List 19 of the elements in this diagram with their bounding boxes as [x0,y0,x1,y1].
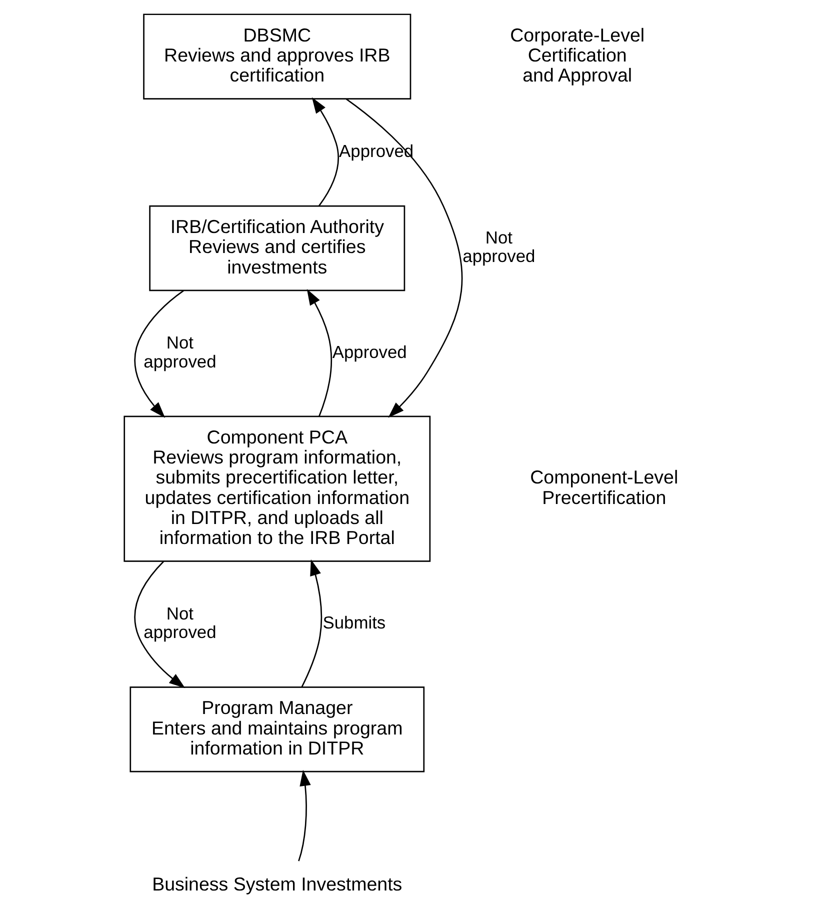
label: Component-Level Precertification [530,466,678,508]
node-text: Business System Investments [152,872,402,894]
arrow [301,558,322,687]
node-box: Component PCA Reviews program information, submits precertification letter, updates certification information in DITPR, and uploads all information to the IRB Portal [124,415,431,562]
edge-label: Not approved [462,226,536,266]
node-box: IRB/Certification Authority Reviews and certifies investments [149,204,406,291]
node-box: Program Manager Enters and maintains program information in DITPR [130,686,425,772]
edge-label: Not approved [144,332,216,371]
arrow [134,560,186,688]
arrow [306,288,332,416]
edge-label: Not approved [144,602,216,642]
node-box: DBSMC Reviews and approves IRB certification [143,13,412,99]
arrow [298,769,311,861]
label: Corporate-Level Certification and Approval [510,24,645,86]
arrow [134,290,184,418]
arrow [346,98,463,418]
edge-label: Approved [332,342,407,362]
edge-label: Submits [322,612,386,632]
arrow [312,96,339,206]
